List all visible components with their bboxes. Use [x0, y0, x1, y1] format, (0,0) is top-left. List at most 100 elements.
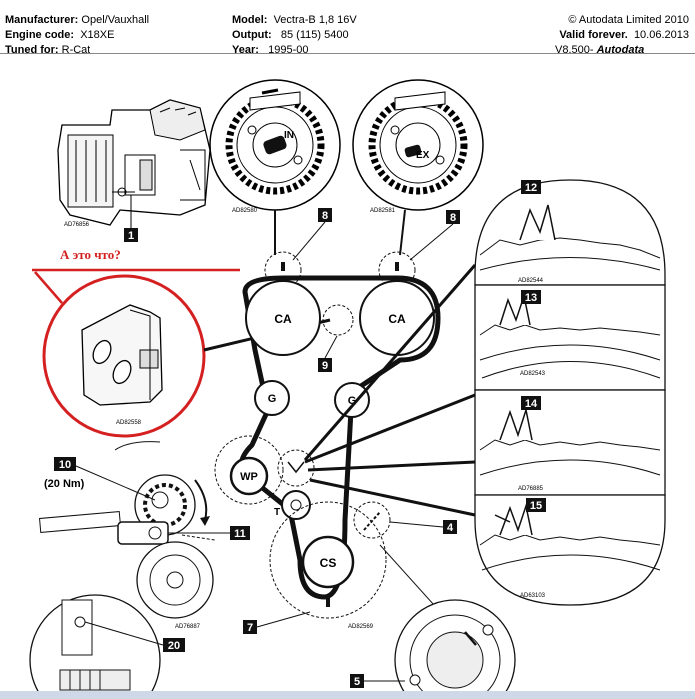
viewer-bottom-bar — [0, 691, 695, 699]
callout-4-label: 4 — [447, 522, 454, 534]
callout-11-label: 11 — [234, 528, 246, 540]
callout-12-label: 12 — [525, 182, 537, 194]
figure-code-ad76885: AD76885 — [518, 486, 544, 492]
manufacturer-label: Manufacturer: — [5, 14, 79, 26]
leader-4 — [389, 521, 444, 528]
callout-8b: 8 — [446, 210, 460, 224]
g1-label: G — [268, 393, 277, 405]
manufacturer-row: Manufacturer: Opel/Vauxhall — [5, 14, 149, 26]
version-label: V8.500- — [555, 44, 594, 53]
ca2-label: CA — [388, 312, 406, 326]
g2-label: G — [348, 395, 357, 407]
top-border — [0, 0, 695, 5]
leader-10 — [75, 465, 156, 501]
document-header: Manufacturer: Opel/Vauxhall Engine code:… — [0, 0, 695, 58]
callout-1: 1 — [124, 228, 138, 242]
callout-15-label: 15 — [530, 500, 542, 512]
exhaust-cam-detail: EX AD82581 — [352, 79, 484, 214]
model-value: Vectra-B 1,8 16V — [273, 14, 357, 26]
output-value: 85 (115) 5400 — [280, 29, 349, 41]
timing-belt-diagram: AD76856 1 А это что? AD82558 IN AD82580 — [29, 79, 666, 699]
tensioner-detail: AD76856 — [57, 99, 211, 228]
tuned-row: Tuned for: R-Cat — [5, 44, 90, 53]
figure-code-ad82581: AD82581 — [370, 208, 396, 214]
engine-value: X18XE — [80, 29, 115, 41]
guide-pulley-right — [334, 382, 370, 418]
callout-10-label: 10 — [59, 459, 71, 471]
leader-8b — [409, 223, 454, 261]
engine-label: Engine code: — [5, 29, 75, 41]
leader-8a — [292, 221, 326, 261]
zoom-detail-circled: AD82558 — [42, 274, 206, 438]
callout-8a-label: 8 — [322, 210, 328, 222]
year-value: 1995-00 — [268, 44, 309, 53]
belt-system: CA CA G G WP T CS AD82569 — [214, 251, 441, 630]
leader-exhaust — [399, 209, 406, 256]
manufacturer-value: Opel/Vauxhall — [81, 14, 150, 26]
leader-7 — [256, 611, 311, 628]
version-row: V8.500- Autodata — [555, 44, 644, 53]
model-label: Model: — [232, 14, 268, 26]
callout-7-label: 7 — [247, 622, 253, 634]
water-pump-pulley — [229, 456, 269, 496]
year-label: Year: — [232, 44, 259, 53]
brand-logo: Autodata — [596, 44, 645, 53]
panel-15: AD63103 15 — [474, 494, 666, 606]
callout-8a: 8 — [318, 208, 332, 222]
figure-code-ad82580: AD82580 — [232, 208, 258, 214]
intake-label: IN — [284, 130, 294, 141]
leader-9 — [324, 335, 338, 359]
model-row: Model: Vectra-B 1,8 16V — [232, 14, 357, 26]
callout-5: 5 — [350, 674, 364, 688]
wp-label: WP — [240, 471, 258, 483]
callout-5-label: 5 — [354, 676, 360, 688]
valid-date: 10.06.2013 — [633, 29, 689, 41]
tensioner-adjust-detail: AD76887 — [39, 441, 216, 630]
callout-7: 7 — [243, 620, 257, 634]
valid-label: Valid forever. — [559, 29, 628, 41]
panel-14: AD76885 14 — [474, 389, 666, 496]
crank-pulley-detail — [394, 599, 516, 699]
tuned-value: R-Cat — [61, 44, 91, 53]
callout-20: 20 — [163, 638, 185, 652]
annotation-question: А это что? — [60, 247, 121, 262]
guide-pulley-left — [254, 380, 290, 416]
callout-8b-label: 8 — [450, 212, 456, 224]
engine-row: Engine code: X18XE — [5, 29, 114, 41]
cs-label: CS — [320, 556, 337, 570]
valid-row: Valid forever. 10.06.2013 — [559, 29, 689, 41]
intake-cam-detail: IN AD82580 — [209, 79, 341, 214]
crank-lock-detail — [29, 594, 161, 699]
leader-13 — [304, 393, 476, 464]
figure-code-ad76887: AD76887 — [175, 624, 201, 630]
copyright: © Autodata Limited 2010 — [568, 14, 689, 26]
callout-4: 4 — [443, 520, 457, 534]
exhaust-label: EX — [416, 150, 430, 161]
camshaft-pulley-intake — [245, 280, 321, 356]
figure-code-ad82558: AD82558 — [116, 420, 142, 426]
output-row: Output: 85 (115) 5400 — [232, 29, 349, 41]
leader-12 — [303, 264, 477, 461]
panel-12: AD82544 12 — [474, 179, 666, 286]
callout-9: 9 — [318, 358, 332, 372]
callout-14-label: 14 — [525, 398, 538, 410]
t-label: T — [274, 507, 280, 518]
crankshaft-pulley — [301, 535, 355, 589]
annotation-pointer — [34, 271, 63, 304]
leader-15 — [309, 478, 476, 517]
leader-20 — [84, 621, 164, 646]
callout-1-label: 1 — [128, 230, 134, 242]
callout-13-label: 13 — [525, 292, 537, 304]
torque-spec: (20 Nm) — [44, 478, 85, 490]
figure-code-ad82543: AD82543 — [520, 371, 546, 377]
ca1-label: CA — [274, 312, 292, 326]
figure-code-ad82569: AD82569 — [348, 624, 374, 630]
figure-code-ad82544: AD82544 — [518, 278, 544, 284]
callout-11: 11 — [230, 526, 250, 540]
panel-13: AD82543 13 — [474, 284, 666, 391]
output-label: Output: — [232, 29, 272, 41]
year-row: Year: 1995-00 — [232, 44, 308, 53]
tuned-label: Tuned for: — [5, 44, 59, 53]
callout-20-label: 20 — [168, 640, 180, 652]
callout-10: 10 — [54, 457, 76, 471]
